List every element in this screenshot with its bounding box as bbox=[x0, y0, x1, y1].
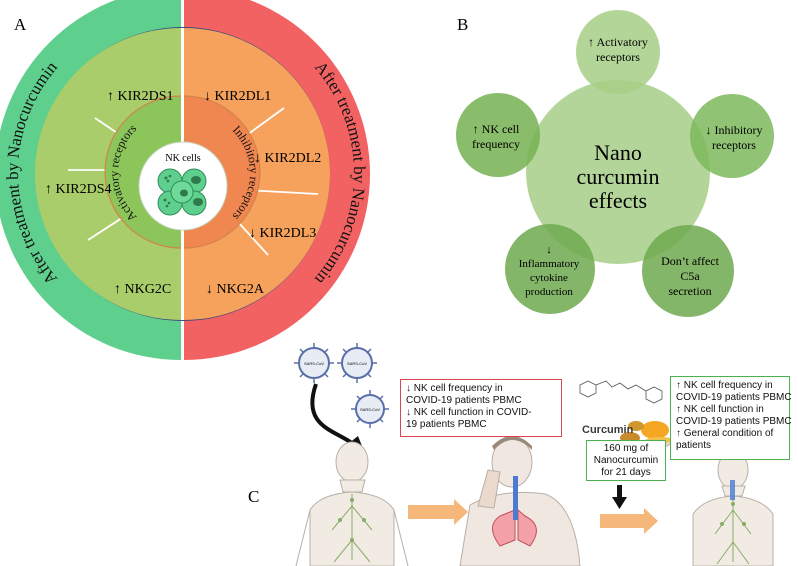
dose-box: 160 mg of Nanocurcumin for 21 days bbox=[586, 440, 666, 481]
cytokine-line-2: Inflammatory bbox=[519, 258, 580, 270]
result-line: patients bbox=[676, 440, 712, 451]
result-line: COVID-19 patients PBMC bbox=[676, 392, 792, 403]
center-line-2: curcumin bbox=[576, 164, 659, 189]
treatment-arrow bbox=[612, 485, 627, 509]
svg-text:SARS-CoV: SARS-CoV bbox=[304, 361, 324, 366]
nk-cell-cluster bbox=[157, 168, 207, 216]
activatory-line-2: receptors bbox=[596, 50, 640, 64]
panel-label-b: B bbox=[457, 15, 468, 34]
dose-line: for 21 days bbox=[601, 467, 651, 478]
receptor-kir2ds4: ↑ KIR2DS4 bbox=[45, 182, 112, 197]
receptor-kir2dl1: ↓ KIR2DL1 bbox=[204, 89, 271, 104]
covid-effect-line: ↓ NK cell function in COVID- bbox=[406, 407, 532, 418]
receptor-kir2dl2: ↓ KIR2DL2 bbox=[254, 151, 321, 166]
receptor-kir2dl3: ↓ KIR2DL3 bbox=[249, 226, 316, 241]
progression-arrow-1 bbox=[408, 499, 468, 525]
receptor-nkg2c: ↑ NKG2C bbox=[114, 282, 171, 297]
c5a-line-2: C5a bbox=[680, 269, 700, 283]
frequency-line-1: ↑ NK cell bbox=[473, 122, 520, 136]
curcumin-molecule-icon bbox=[579, 380, 663, 404]
covid-effects-box: ↓ NK cell frequency in COVID-19 patients… bbox=[400, 379, 562, 437]
dose-line: 160 mg of bbox=[603, 443, 649, 454]
frequency-line-2: frequency bbox=[472, 137, 520, 151]
infection-arrow bbox=[310, 383, 360, 450]
inhibitory-line-2: receptors bbox=[712, 138, 756, 152]
virus-group: SARS-CoV SARS-CoV SARS-CoV bbox=[294, 343, 389, 428]
c5a-line-3: secretion bbox=[668, 284, 711, 298]
result-line: COVID-19 patients PBMC bbox=[676, 416, 792, 427]
center-line-1: Nano bbox=[594, 140, 642, 165]
person-sick bbox=[459, 436, 581, 566]
result-line: ↑ NK cell function in bbox=[676, 404, 764, 415]
c5a-circle bbox=[642, 225, 734, 317]
center-line-3: effects bbox=[589, 188, 647, 213]
cytokine-line-1: ↓ bbox=[546, 244, 552, 256]
result-line: ↑ General condition of bbox=[676, 428, 774, 439]
cytokine-line-3: cytokine bbox=[530, 272, 568, 284]
activatory-line-1: ↑ Activatory bbox=[588, 35, 648, 49]
result-line: ↑ NK cell frequency in bbox=[676, 380, 773, 391]
c5a-line-1: Don’t affect bbox=[661, 254, 720, 268]
svg-text:SARS-CoV: SARS-CoV bbox=[347, 361, 367, 366]
panel-label-c: C bbox=[248, 487, 259, 506]
inhibitory-circle bbox=[690, 94, 774, 178]
nanocurcumin-center-circle bbox=[526, 80, 710, 264]
svg-text:Curcumin: Curcumin bbox=[582, 424, 634, 436]
inhibitory-line-1: ↓ Inhibitory bbox=[706, 123, 763, 137]
svg-text:SARS-CoV: SARS-CoV bbox=[360, 407, 380, 412]
receptor-nkg2a: ↓ NKG2A bbox=[206, 282, 265, 297]
receptor-kir2ds1: ↑ KIR2DS1 bbox=[107, 89, 174, 104]
nk-frequency-circle bbox=[456, 93, 540, 177]
covid-effect-line: ↓ NK cell frequency in bbox=[406, 383, 503, 394]
progression-arrow-2 bbox=[600, 508, 658, 534]
panel-label-a: A bbox=[14, 15, 27, 34]
covid-effect-line: 19 patients PBMC bbox=[406, 419, 487, 430]
nk-cells-label: NK cells bbox=[165, 153, 200, 164]
dose-line: Nanocurcumin bbox=[593, 455, 659, 466]
activatory-circle bbox=[576, 10, 660, 94]
cytokine-line-4: production bbox=[525, 286, 573, 298]
treatment-results-box: ↑ NK cell frequency in COVID-19 patients… bbox=[670, 376, 792, 460]
covid-effect-line: COVID-19 patients PBMC bbox=[406, 395, 522, 406]
cytokine-circle bbox=[505, 224, 595, 314]
